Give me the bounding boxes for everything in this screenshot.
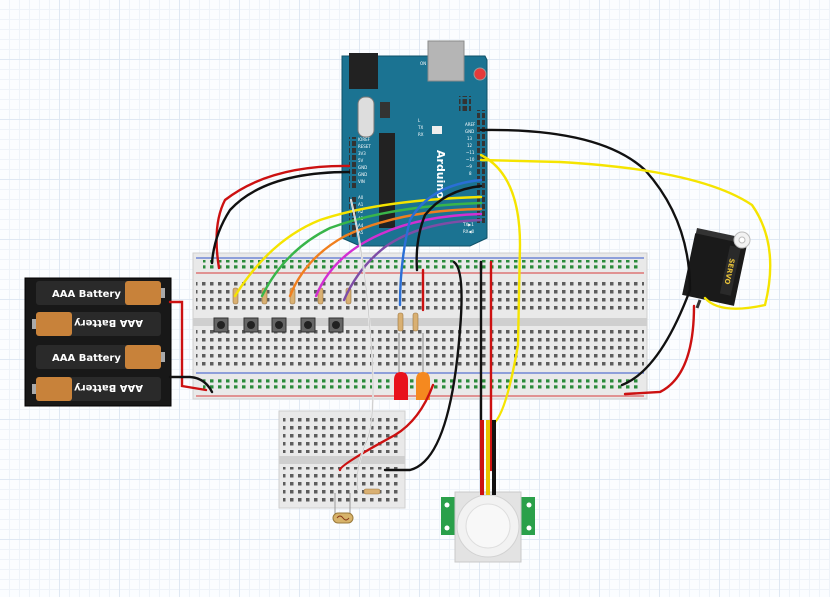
txrx-label: RX◀0 — [463, 229, 475, 234]
battery-cell: AAA Battery — [36, 345, 165, 369]
digital-pin-label: ~11 — [466, 150, 475, 155]
push-button — [328, 317, 344, 333]
pir-cable — [480, 420, 496, 495]
power-pin-label: IOREF — [358, 137, 371, 142]
arduino-logo-text: Arduino — [434, 150, 447, 199]
txrx-label: TX▶1 — [462, 222, 474, 227]
digital-pin-label: ~9 — [466, 164, 472, 169]
battery-cell: AAA Battery — [32, 312, 161, 336]
power-pin-label: GND — [358, 172, 367, 177]
servo-power-wire — [623, 304, 696, 396]
digital-pin-label: 8 — [469, 171, 472, 176]
usb-port — [427, 40, 465, 82]
power-pin-label: RESET — [358, 144, 371, 149]
capacitor — [357, 96, 375, 138]
leds — [394, 333, 430, 400]
small-breadboard — [278, 410, 406, 509]
led-label: RX — [418, 132, 424, 137]
power-header — [349, 137, 356, 189]
battery-cell: AAA Battery — [32, 377, 161, 401]
photoresistor — [332, 493, 354, 524]
digital-header — [477, 110, 485, 225]
power-pin-label: 5V — [358, 158, 364, 163]
power-jack — [349, 53, 378, 89]
battery-cell-label: AAA Battery — [52, 289, 121, 300]
digital-pin-label: ~10 — [466, 157, 475, 162]
pir-signal-wire — [479, 153, 522, 427]
analog-header — [349, 195, 356, 237]
gnd-wire — [210, 170, 351, 265]
resistor — [363, 488, 381, 495]
main-breadboard — [192, 252, 648, 400]
battery-pack: AAA Battery AAA Battery AAA Battery AAA … — [24, 277, 172, 407]
power-pin-label: VIN — [358, 179, 365, 184]
red-led — [394, 372, 408, 400]
orange-signal-wire — [288, 207, 483, 298]
push-button — [300, 317, 316, 333]
magenta-signal-wire — [314, 212, 483, 298]
led-label: L — [418, 118, 421, 123]
led-label: ON — [420, 61, 426, 66]
battery-cell-label: AAA Battery — [74, 317, 143, 328]
resistor — [397, 312, 404, 332]
icsp-header — [459, 96, 471, 112]
power-pin-label: GND — [358, 165, 367, 170]
ldr-ground-wire — [383, 260, 463, 472]
blue-led-wire — [398, 178, 483, 307]
digital-pin-label: GND — [465, 129, 474, 134]
battery-negative-wire — [168, 375, 214, 394]
battery-cell-label: AAA Battery — [52, 353, 121, 364]
battery-cell: AAA Battery — [36, 281, 165, 305]
servo-ground-wire — [479, 128, 692, 387]
push-button — [271, 317, 287, 333]
pir-sensor — [441, 491, 535, 563]
analog-pin-label: A5 — [358, 230, 364, 235]
analog-pin-label: A0 — [358, 195, 364, 200]
servo-signal-wire — [479, 158, 772, 310]
digital-pin-label: AREF — [465, 122, 476, 127]
power-pin-label: 3V3 — [358, 151, 366, 156]
ldr-power-wire — [338, 383, 435, 472]
reset-button — [473, 67, 487, 81]
push-buttons — [213, 317, 344, 333]
wires — [168, 128, 772, 491]
analog-pin-label: A2 — [358, 209, 364, 214]
purple-signal-wire — [342, 218, 483, 302]
orange-led — [416, 372, 430, 400]
analog-pin-label: A4 — [358, 223, 364, 228]
analog-pin-label: A1 — [358, 202, 364, 207]
led-signal-wire — [415, 184, 483, 272]
battery-positive-wire — [168, 300, 208, 392]
led-label: TX — [417, 125, 423, 130]
digital-pin-label: 13 — [467, 136, 473, 141]
digital-pin-label: 12 — [467, 143, 473, 148]
battery-cell-label: AAA Battery — [74, 382, 143, 393]
ldr-analog-wire-outline — [350, 199, 374, 491]
push-button — [213, 317, 229, 333]
servo-motor: SERVO — [682, 227, 751, 309]
resistor — [412, 312, 419, 332]
push-button — [243, 317, 259, 333]
